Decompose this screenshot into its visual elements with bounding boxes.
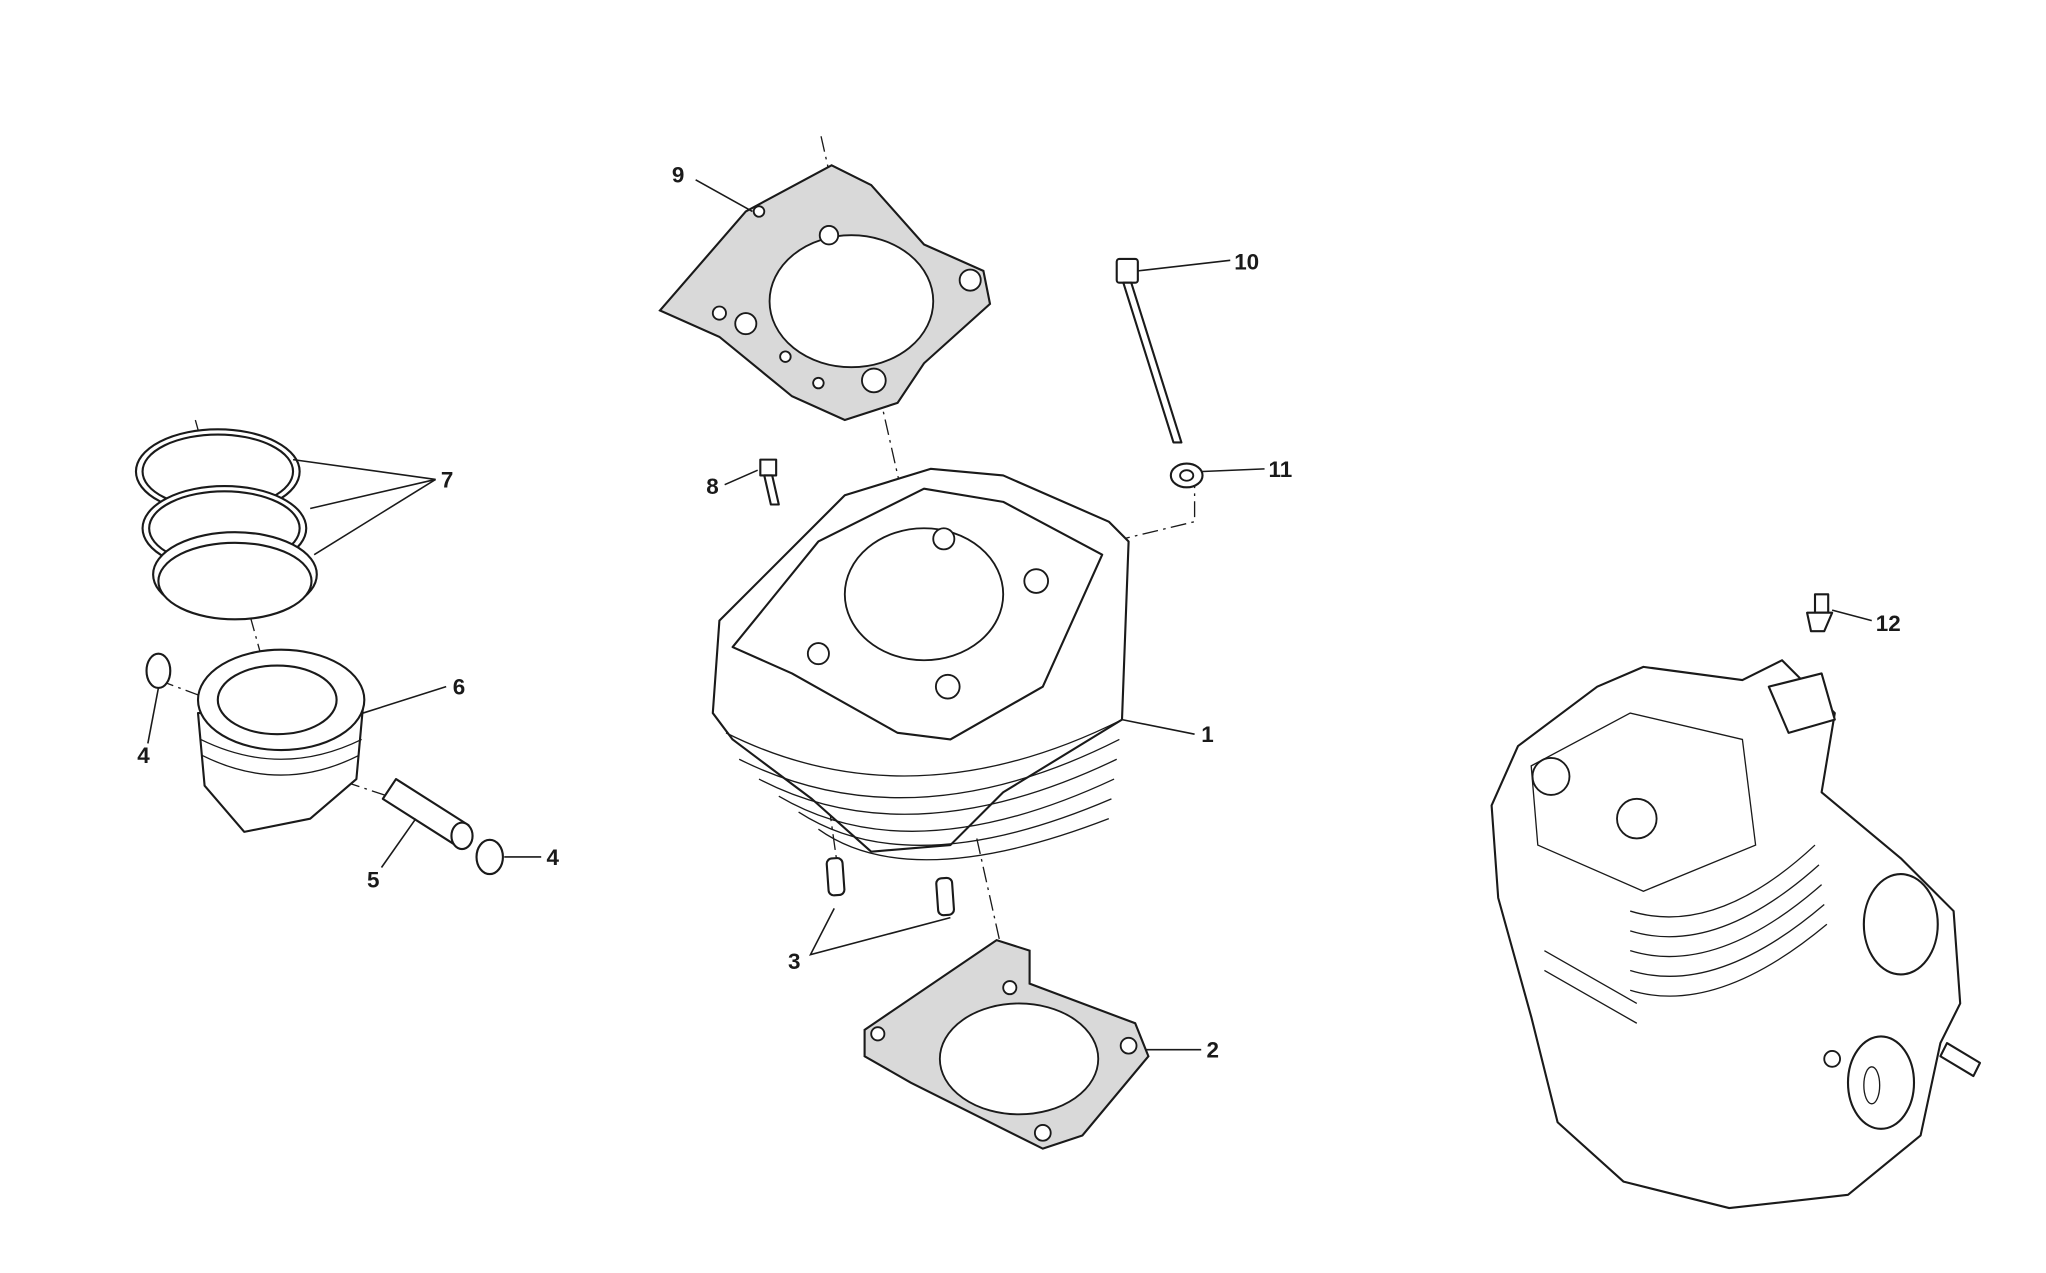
callout-2: 2: [1206, 1038, 1218, 1063]
callout-labels: 1 2 3 4 4 5 6 7 8 9 10 11 12: [137, 162, 1900, 1062]
piston: [196, 648, 366, 833]
circlip-right: [475, 838, 504, 876]
bolt-small: [759, 458, 780, 506]
callout-4-right: 4: [546, 845, 559, 870]
callout-1: 1: [1201, 722, 1213, 747]
callout-3: 3: [788, 949, 800, 974]
callout-6: 6: [453, 675, 465, 700]
callout-8: 8: [706, 474, 718, 499]
engine-assembly: [1490, 659, 1982, 1210]
leader-lines: [147, 179, 1872, 1051]
callout-4-left: 4: [137, 743, 150, 768]
cylinder-block: [711, 467, 1130, 861]
washer: [1169, 462, 1204, 489]
dowel-pin-left: [825, 857, 846, 897]
circlip-left: [145, 652, 172, 690]
callout-10: 10: [1234, 250, 1259, 275]
base-gasket: [863, 938, 1150, 1150]
callout-7: 7: [441, 467, 453, 492]
callout-9: 9: [672, 162, 684, 187]
stud-bolt: [1115, 257, 1183, 444]
piston-rings: [134, 428, 318, 621]
piston-pin: [381, 778, 474, 851]
callout-5: 5: [367, 867, 379, 892]
callout-11: 11: [1269, 457, 1293, 482]
dowel-pin-right: [935, 876, 956, 917]
sensor: [1806, 593, 1834, 633]
head-gasket: [658, 164, 992, 422]
callout-12: 12: [1876, 611, 1901, 636]
